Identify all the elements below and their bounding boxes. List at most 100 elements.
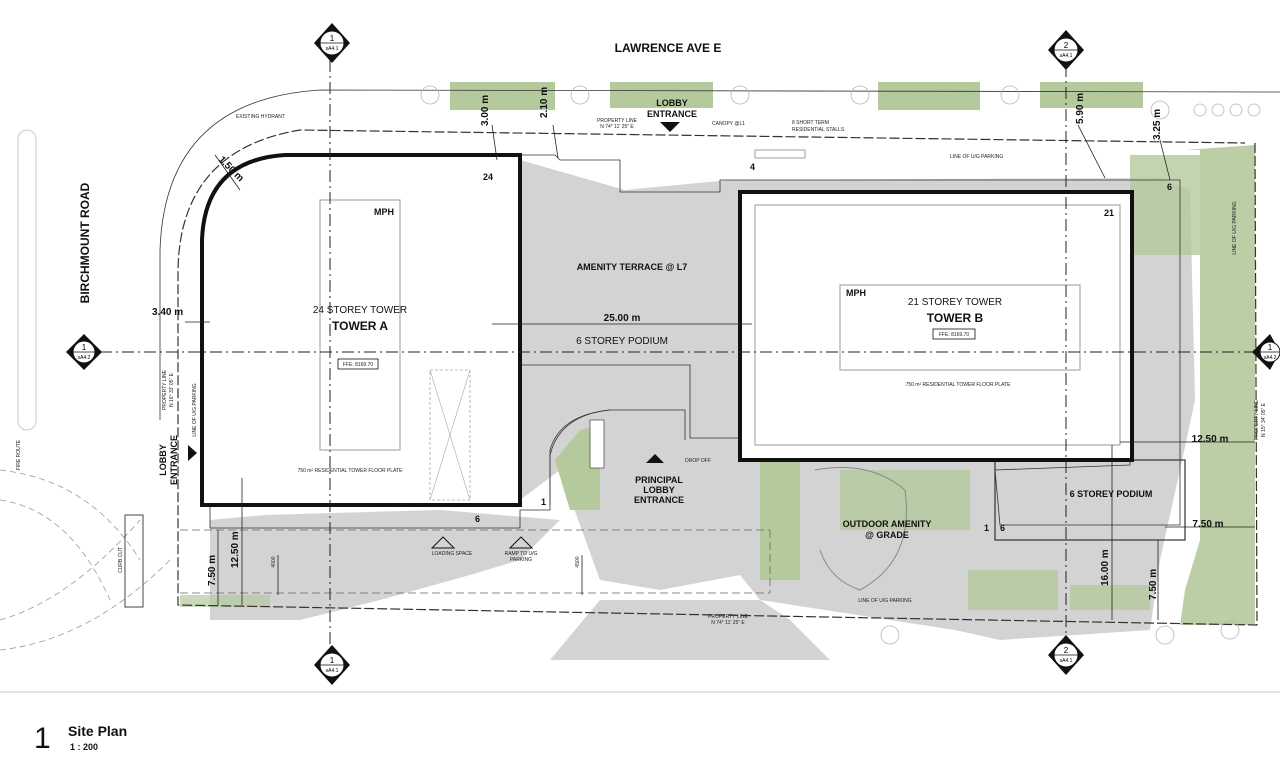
grid-marker-top-1-num: 1 — [330, 34, 335, 43]
road-median — [17, 129, 37, 431]
grid-marker-bottom-1: 1 sA4.1 — [314, 645, 350, 685]
dim-3-25: 3.25 m — [1152, 109, 1163, 140]
short-term-label-2: RESIDENTIAL STALLS — [792, 127, 845, 133]
tower-a-storeys: 24 STOREY TOWER — [313, 305, 407, 316]
tag-6-b: 6 — [1000, 523, 1005, 533]
dim-12-50-sw: 12.50 m — [230, 531, 241, 568]
street-lawrence: LAWRENCE AVE E — [615, 41, 722, 55]
grid-marker-left-1-ref: sA4.2 — [78, 355, 91, 361]
tower-a-mph: MPH — [374, 207, 394, 217]
grid-marker-bottom-2: 2 sA4.1 — [1048, 635, 1084, 675]
tower-b-storeys: 21 STOREY TOWER — [908, 297, 1002, 308]
outdoor-amenity-label-2: @ GRADE — [865, 530, 909, 540]
view-scale: 1 : 200 — [70, 742, 99, 752]
street-birchmount: BIRCHMOUNT ROAD — [78, 182, 92, 303]
grid-marker-bottom-2-ref: sA4.1 — [1060, 658, 1073, 664]
principal-lobby-arrow-icon — [646, 454, 664, 463]
dim-2-10: 2.10 m — [539, 87, 550, 118]
tower-a-core — [319, 199, 401, 451]
pl-north-2: N 74° 11' 25" E — [600, 124, 634, 130]
landscape-areas — [180, 82, 1255, 625]
tower-b-ffe: FFE: 8169.70 — [939, 332, 970, 338]
dim-12-50-east: 12.50 m — [1192, 434, 1229, 445]
tag-24: 24 — [483, 172, 493, 182]
east-podium-label: 6 STOREY PODIUM — [1070, 489, 1153, 499]
outdoor-amenity-label-1: OUTDOOR AMENITY — [843, 519, 932, 529]
tower-a-ffe: FFE: 8169.70 — [343, 362, 374, 368]
pl-east-2: N 15° 34' 05" E — [1261, 402, 1267, 437]
tower-b-floorplate — [738, 190, 1134, 462]
street-trees — [420, 85, 1261, 645]
pl-east-1: PROPERTY LINE — [1254, 399, 1260, 439]
tag-6-a: 6 — [475, 514, 480, 524]
tower-b-inner — [754, 204, 1121, 446]
tower-a-name: TOWER A — [332, 319, 388, 333]
title-block: 1 Site Plan 1 : 200 — [34, 718, 254, 758]
tag-21: 21 — [1104, 208, 1114, 218]
west-lobby-arrow-icon — [188, 445, 197, 461]
podium-label: 6 STOREY PODIUM — [576, 336, 668, 347]
tag-4: 4 — [750, 162, 755, 172]
tower-a-floor-plate: 750 m² RESIDENTIAL TOWER FLOOR PLATE — [298, 468, 404, 474]
view-title: Site Plan — [68, 723, 128, 739]
dim-7-50-sw: 7.50 m — [207, 555, 218, 586]
dim-5-90: 5.90 m — [1075, 93, 1086, 124]
north-lobby-label-2: ENTRANCE — [647, 109, 697, 119]
north-lobby-arrow-icon — [660, 122, 680, 132]
parking-line-north: LINE OF U/G PARKING — [950, 154, 1003, 160]
grid-marker-top-2-ref: sA4.1 — [1060, 53, 1073, 59]
short-term-label-1: 8 SHORT TERM — [792, 120, 829, 126]
dim-16-00: 16.00 m — [1100, 549, 1111, 586]
tower-b-mph: MPH — [846, 288, 866, 298]
lobby-curve — [549, 409, 611, 505]
grid-marker-bottom-2-num: 2 — [1064, 646, 1069, 655]
west-lobby-label-2: ENTRANCE — [169, 435, 179, 485]
grid-lines — [100, 60, 1262, 655]
bike-stalls — [754, 149, 806, 159]
dim-7-50-se: 7.50 m — [1148, 569, 1159, 600]
canopy-label: CANOPY @L1 — [712, 121, 745, 127]
grid-marker-bottom-1-ref: sA4.1 — [326, 668, 339, 674]
parking-line-south: LINE OF U/G PARKING — [858, 598, 911, 604]
property-line — [177, 129, 1258, 626]
grid-marker-top-2: 2 sA4.1 — [1048, 30, 1084, 70]
tower-a-floorplate — [200, 153, 522, 507]
grid-marker-left-1-num: 1 — [82, 343, 87, 352]
pl-south-2: N 74° 11' 25" E — [711, 620, 745, 626]
parking-line-east: LINE OF U/G PARKING — [1232, 201, 1238, 254]
amenity-terrace-label: AMENITY TERRACE @ L7 — [577, 262, 688, 272]
grid-marker-top-2-num: 2 — [1064, 41, 1069, 50]
tower-b-name: TOWER B — [927, 311, 984, 325]
principal-lobby-label-3: ENTRANCE — [634, 495, 684, 505]
tag-1-b: 1 — [984, 523, 989, 533]
grid-marker-top-1: 1 sA4.1 — [314, 23, 350, 63]
tower-a-ramp — [429, 369, 471, 501]
canopy-planter — [589, 419, 605, 469]
dim-25-00: 25.00 m — [604, 313, 641, 324]
drop-off-label: DROP OFF — [685, 458, 711, 464]
dim-3-00: 3.00 m — [480, 95, 491, 126]
tag-6-ne: 6 — [1167, 182, 1172, 192]
tower-b-floor-plate: 750 m² RESIDENTIAL TOWER FLOOR PLATE — [906, 382, 1012, 388]
ramp-label-2: PARKING — [510, 557, 532, 563]
dim-3-40: 3.40 m — [152, 307, 183, 318]
grid-marker-top-1-ref: sA4.1 — [326, 46, 339, 52]
tower-b-core — [839, 284, 1081, 371]
fire-route-label: FIRE ROUTE — [16, 439, 22, 470]
grid-marker-right-1-num: 1 — [1268, 343, 1273, 352]
dimension-lines — [185, 124, 1255, 620]
grid-marker-right-1-ref: sA4.2 — [1264, 355, 1277, 361]
podium-outline — [520, 154, 1181, 526]
pl-south-1: PROPERTY LINE — [708, 614, 748, 620]
principal-lobby-label-2: LOBBY — [643, 485, 675, 495]
grid-marker-right-1: 1 sA4.2 — [1252, 334, 1280, 370]
road-curb — [159, 89, 1280, 420]
hydrant-label: EXISTING HYDRANT — [236, 114, 285, 120]
ramp-triangle-icon — [508, 536, 534, 549]
ramp-label-1: RAMP TO U/G — [505, 551, 538, 557]
dim-4000: 4000 — [271, 556, 277, 567]
curb-cut-label: CURB CUT — [118, 547, 124, 573]
grid-marker-left-1: 1 sA4.2 — [66, 334, 102, 370]
